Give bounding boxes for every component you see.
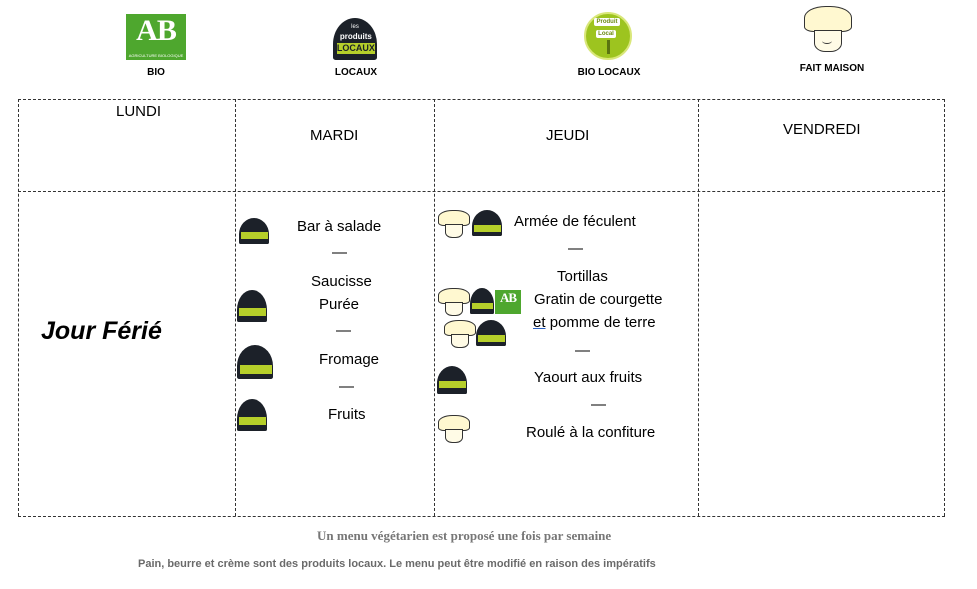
dish-item: Armée de féculent [514, 213, 636, 230]
produits-locaux-logo [237, 345, 273, 379]
ab-bio-logo: AB AGRICULTURE BIOLOGIQUE [126, 14, 186, 60]
dish-word-rest: pomme de terre [549, 314, 656, 331]
table-border-bottom [18, 516, 945, 517]
local-products-note: Pain, beurre et crème sont des produits … [138, 558, 656, 570]
table-border-top [18, 99, 945, 100]
ab-bio-logo: AB [495, 290, 521, 314]
produits-locaux-logo [470, 288, 494, 314]
produits-locaux-logo [237, 290, 267, 322]
produits-locaux-logo [472, 210, 502, 236]
table-col-divider [235, 99, 236, 516]
table-border-left [18, 99, 19, 516]
table-col-divider [434, 99, 435, 516]
chef-hat-icon [437, 210, 471, 238]
day-header-vendredi: VENDREDI [783, 121, 861, 138]
dish-separator: — [568, 240, 583, 257]
dish-item: Tortillas [557, 268, 608, 285]
logo-band-produits: produits [339, 32, 372, 41]
dish-item: Fruits [328, 406, 366, 423]
produit-local-bio-logo: Produit Local [584, 12, 632, 60]
dish-item: Bar à salade [297, 218, 382, 235]
dish-separator: — [339, 378, 354, 395]
dish-item: Saucisse [311, 273, 372, 290]
dish-item: Roulé à la confiture [526, 424, 656, 441]
produits-locaux-logo [437, 366, 467, 394]
dish-separator: — [332, 244, 347, 261]
day-header-jeudi: JEUDI [546, 127, 590, 144]
holiday-label: Jour Férié [41, 317, 162, 345]
dish-item: Gratin de courgette [534, 291, 663, 308]
dish-word-et: et [533, 314, 546, 331]
dish-separator: — [336, 322, 351, 339]
produits-locaux-logo [237, 399, 267, 431]
produits-locaux-logo [476, 320, 506, 346]
legend-label-fait-maison: FAIT MAISON [799, 63, 865, 74]
legend-label-bio: BIO [147, 67, 165, 78]
dish-item: Yaourt aux fruits [534, 369, 643, 386]
logo-band-locaux: LOCAUX [336, 43, 376, 54]
chef-hat-icon [443, 320, 477, 350]
table-border-right [944, 99, 945, 516]
dish-item-line: et pomme de terre [533, 314, 656, 331]
produits-locaux-logo [239, 218, 269, 244]
legend-label-bio-locaux: BIO LOCAUX [577, 67, 641, 78]
dish-separator: — [591, 396, 606, 413]
chef-hat-icon [437, 415, 471, 445]
vegetarian-note: Un menu végétarien est proposé une fois … [317, 528, 612, 543]
day-header-mardi: MARDI [310, 127, 359, 144]
produits-locaux-logo: les produits LOCAUX [333, 18, 377, 60]
chef-hat-icon [437, 288, 471, 316]
dish-separator: — [575, 342, 590, 359]
table-row-divider [18, 191, 945, 192]
chef-hat-icon [802, 6, 856, 52]
dish-item: Purée [319, 296, 360, 313]
legend-label-locaux: LOCAUX [334, 67, 378, 78]
dish-item: Fromage [319, 351, 380, 368]
day-header-lundi: LUNDI [116, 103, 162, 120]
table-col-divider [698, 99, 699, 516]
